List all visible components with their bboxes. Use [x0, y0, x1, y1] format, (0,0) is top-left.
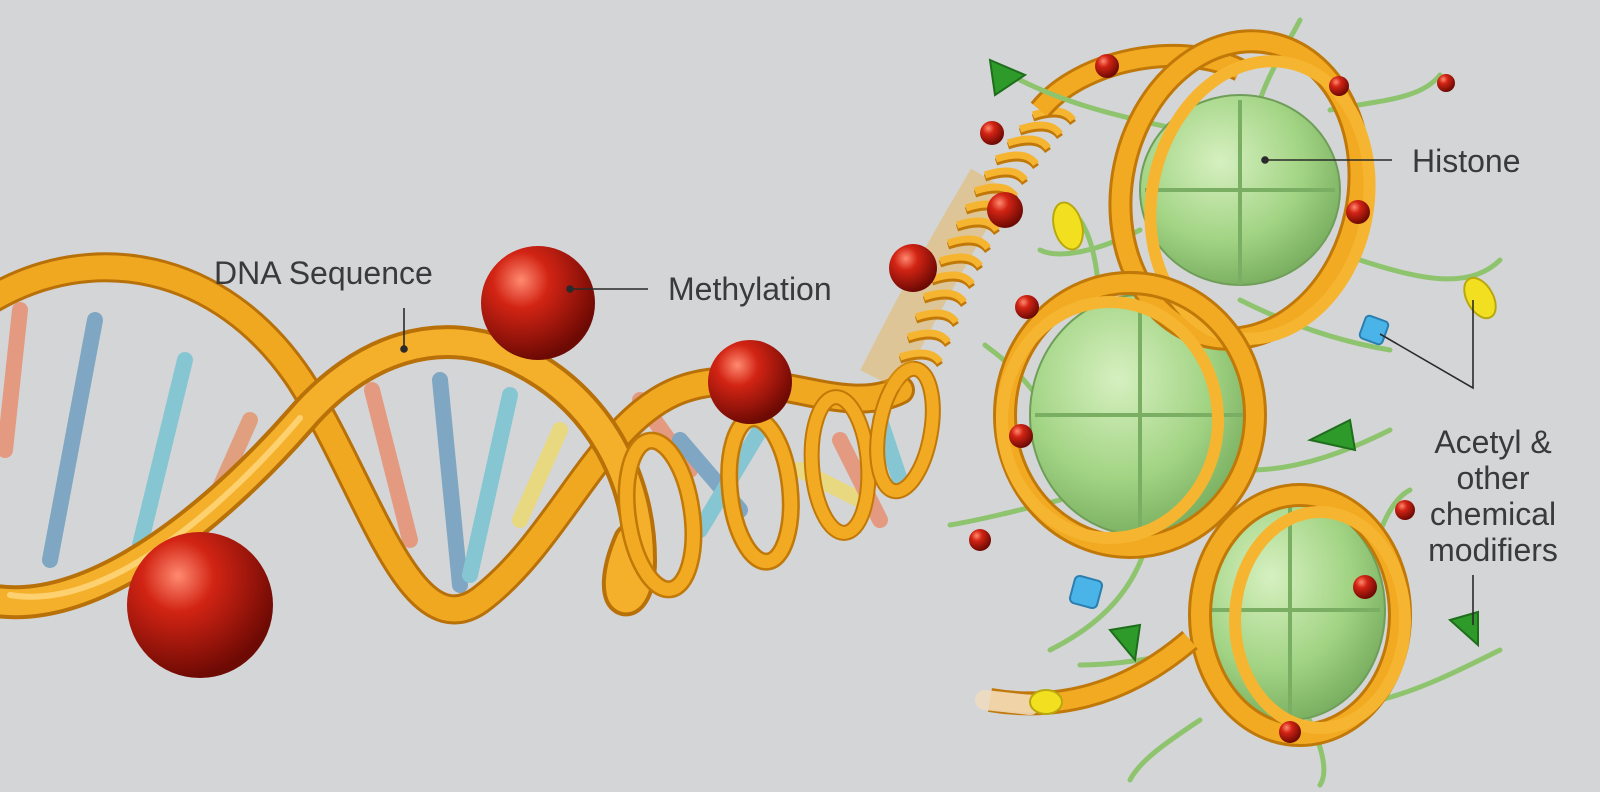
histone-tail: [1377, 647, 1503, 703]
coil-loop: [620, 434, 700, 596]
acetyl-yellow-oval: [1029, 689, 1063, 715]
dna-coils: [617, 360, 941, 599]
label-modifiers-line: other: [1456, 460, 1530, 496]
methyl-sphere: [1395, 500, 1415, 520]
wrap-loop: [996, 296, 1224, 544]
leader-dot: [400, 345, 408, 353]
base-pair: [0, 302, 28, 458]
blue-modifier-cube: [1068, 574, 1104, 610]
methyl-sphere: [1015, 295, 1039, 319]
acetyl-yellow-oval: [1463, 276, 1497, 320]
histone-tail: [1237, 297, 1393, 353]
green-modifier-triangle: [988, 58, 1028, 97]
label-modifiers-line: chemical: [1429, 496, 1557, 532]
methyl-sphere: [708, 340, 792, 424]
methyl-groups: [127, 54, 1455, 743]
methyl-sphere: [127, 532, 273, 678]
methyl-sphere: [1329, 76, 1349, 96]
base-pair: [462, 387, 518, 583]
coil-loop: [805, 391, 875, 539]
histone-tail: [1247, 427, 1393, 473]
methyl-sphere: [1009, 424, 1033, 448]
base-pair: [364, 382, 418, 548]
green-modifier-triangle: [1108, 623, 1142, 663]
blue-modifier-cube: [1358, 314, 1390, 346]
histone-1: [1139, 94, 1341, 286]
methyl-sphere: [481, 246, 595, 360]
histone-seams: [1145, 100, 1335, 285]
methyl-sphere: [1437, 74, 1455, 92]
methyl-sphere: [969, 529, 991, 551]
label-histone: Histone: [1412, 143, 1521, 179]
acetyl-yellow-oval: [1052, 201, 1084, 251]
exit-dna-fade: [975, 690, 1040, 715]
leader-lines: [400, 156, 1474, 625]
histone-tail: [1357, 257, 1503, 282]
supercoil-spring: [860, 43, 1246, 390]
label-modifiers: Acetyl & other chemical modifiers: [1418, 424, 1568, 568]
base-pair: [42, 312, 103, 568]
methyl-sphere: [1279, 721, 1301, 743]
methyl-sphere: [1353, 575, 1377, 599]
green-modifier-triangle: [1307, 418, 1357, 452]
base-pair: [512, 422, 568, 528]
leader-dot: [566, 285, 574, 293]
label-modifiers-line: Acetyl &: [1434, 424, 1552, 460]
label-dna-sequence: DNA Sequence: [214, 255, 433, 291]
methyl-sphere: [889, 244, 937, 292]
spring-body: [860, 168, 1009, 390]
green-modifier-triangle: [1447, 610, 1479, 648]
methyl-sphere: [1346, 200, 1370, 224]
coil-loop: [871, 362, 939, 498]
wrap-loop: [1229, 506, 1411, 734]
base-pair: [132, 352, 193, 553]
methyl-sphere: [1095, 54, 1119, 78]
leader-modifiers-upper: [1379, 300, 1474, 390]
base-pair: [432, 372, 468, 593]
histone-seams: [1035, 300, 1245, 530]
label-methylation: Methylation: [668, 271, 832, 307]
chemical-modifiers: [988, 58, 1497, 715]
histone-tail: [1127, 717, 1203, 783]
label-modifiers-line: modifiers: [1428, 532, 1558, 568]
linker-dna: [1032, 46, 1245, 116]
base-pair: [832, 432, 888, 528]
methyl-sphere: [987, 192, 1023, 228]
methyl-sphere: [980, 121, 1004, 145]
leader-dot: [1261, 156, 1269, 164]
